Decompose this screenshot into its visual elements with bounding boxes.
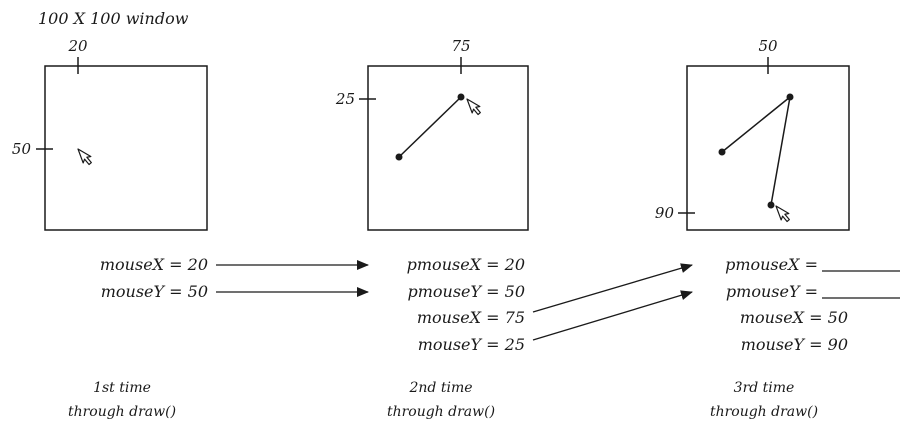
var-line-1-1: mouseX = 20 [100, 255, 208, 274]
var-line-3-4: mouseY = 90 [741, 335, 848, 354]
x-tick-label-3: 50 [758, 37, 778, 55]
previous-mouse-point [786, 93, 794, 101]
caption-3-line2: through draw() [710, 404, 818, 420]
mouse-cursor-icon [775, 205, 790, 223]
first-mouse-point [718, 148, 726, 156]
y-tick-label-2: 25 [335, 90, 355, 108]
mouse-cursor-icon [77, 148, 92, 166]
arrow-mousex-to-pmousex-next [532, 263, 693, 313]
var-line-2-3: mouseX = 75 [417, 308, 525, 327]
mouse-path-polyline [721, 95, 792, 206]
caption-3-line1: 3rd time [734, 380, 795, 396]
var-line-2-1: pmouseX = 20 [407, 255, 525, 274]
var-line-1-2: mouseY = 50 [101, 282, 208, 301]
x-tick-label-1: 20 [67, 37, 88, 55]
y-tick-label-3: 90 [655, 204, 675, 222]
caption-2-line2: through draw() [387, 404, 495, 420]
current-mouse-point [767, 201, 775, 209]
current-mouse-point [457, 93, 465, 101]
panel-2: 75 25 pmouseX = 20 pmouseY = 50 mouseX =… [335, 37, 529, 420]
mouse-path-segment [398, 96, 462, 158]
window-size-title: 100 X 100 window [38, 9, 189, 28]
window-frame-2 [367, 65, 529, 231]
var-line-3-1: pmouseX = [725, 255, 818, 274]
var-line-2-4: mouseY = 25 [418, 335, 525, 354]
var-line-2-2: pmouseY = 50 [407, 282, 525, 301]
panel-3: 50 90 pmouseX = pmouseY = mouseX = 50 mo… [655, 37, 900, 420]
caption-1-line2: through draw() [68, 404, 176, 420]
y-tick-label-1: 50 [12, 140, 32, 158]
panel-1: 20 50 mouseX = 20 mouseY = 50 1st time t… [12, 37, 208, 420]
caption-2-line1: 2nd time [409, 380, 473, 396]
window-frame-1 [44, 65, 208, 231]
mouse-cursor-icon [466, 98, 481, 116]
var-line-3-2: pmouseY = [726, 282, 818, 301]
caption-1-line1: 1st time [93, 380, 151, 396]
var-line-3-3: mouseX = 50 [740, 308, 848, 327]
arrow-mousey-to-pmousey-next [532, 290, 693, 341]
x-tick-label-2: 75 [451, 37, 470, 55]
previous-mouse-point [395, 153, 403, 161]
